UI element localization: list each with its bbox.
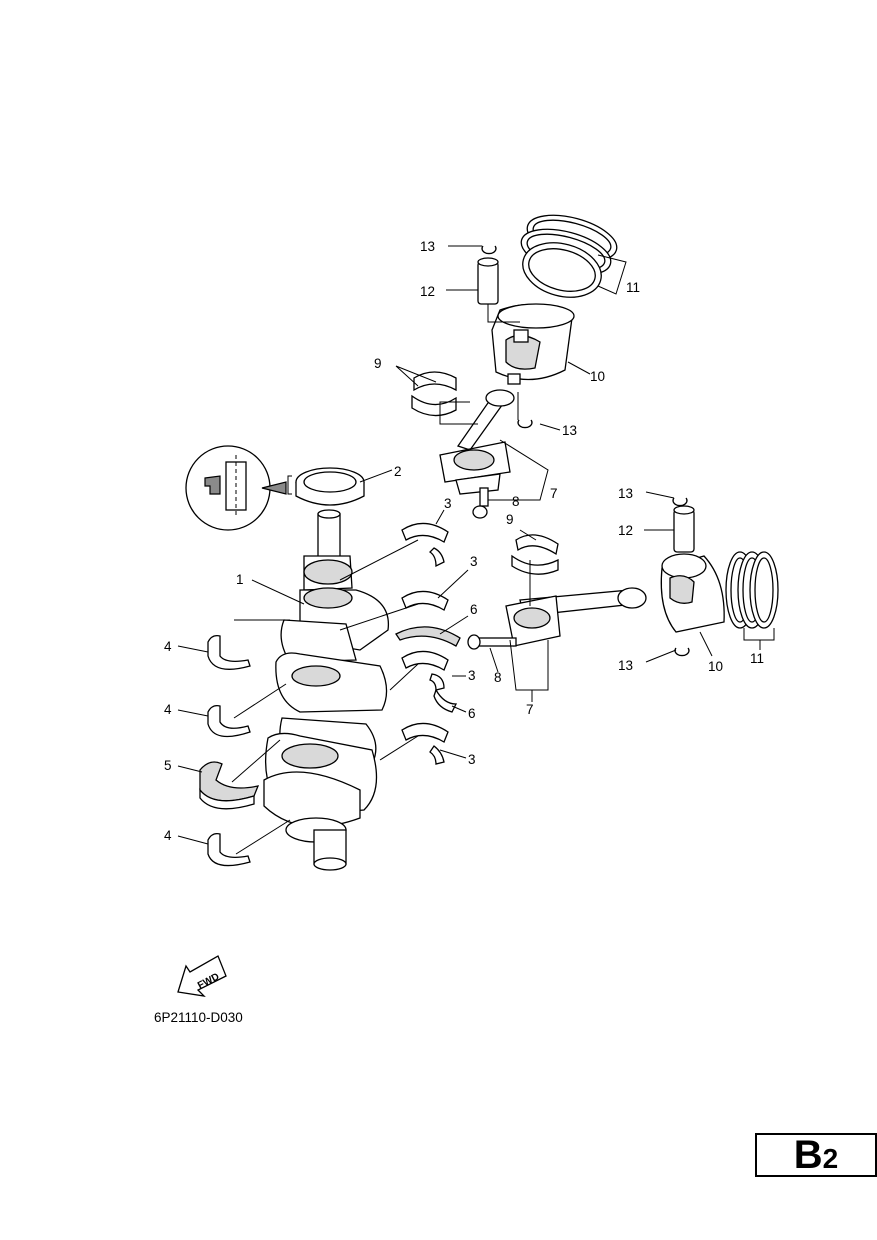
page-badge: B 2 bbox=[755, 1133, 877, 1177]
callout-3: 3 bbox=[468, 668, 476, 683]
callout-13: 13 bbox=[420, 239, 435, 254]
callout-13: 13 bbox=[618, 486, 633, 501]
callout-6: 6 bbox=[468, 706, 476, 721]
crankshaft bbox=[263, 509, 390, 871]
callout-labels: 1 2 3 3 3 3 4 4 4 5 6 6 7 7 8 8 9 9 10 1… bbox=[164, 239, 764, 843]
piston-lower bbox=[660, 553, 725, 633]
callout-8: 8 bbox=[512, 494, 520, 509]
bolt-upper bbox=[472, 487, 489, 519]
callout-9: 9 bbox=[374, 356, 382, 371]
main-bearing-3b bbox=[401, 590, 449, 611]
main-bearing-3c bbox=[401, 650, 449, 691]
callout-11: 11 bbox=[750, 651, 764, 666]
circlip-upper-top bbox=[481, 245, 497, 255]
seal-detail-inset bbox=[185, 445, 292, 531]
callout-11: 11 bbox=[626, 280, 640, 295]
circlip-lower-top bbox=[672, 497, 688, 507]
callout-10: 10 bbox=[590, 369, 605, 384]
thrust-washer-6a bbox=[395, 626, 461, 647]
oil-seal bbox=[295, 467, 365, 506]
main-bearing-4a bbox=[207, 634, 251, 670]
page-badge-letter: B bbox=[793, 1133, 823, 1177]
diagram-code: 6P21110-D030 bbox=[154, 1010, 243, 1025]
callout-4: 4 bbox=[164, 702, 172, 717]
fwd-arrow-icon: FWD bbox=[177, 955, 227, 997]
piston-pin-upper bbox=[477, 257, 499, 305]
callout-3: 3 bbox=[470, 554, 478, 569]
callout-12: 12 bbox=[420, 284, 435, 299]
callout-13: 13 bbox=[618, 658, 633, 673]
callout-13: 13 bbox=[562, 423, 577, 438]
connecting-rod-upper bbox=[439, 389, 515, 495]
circlip-lower-bottom bbox=[674, 647, 690, 657]
bolt-lower bbox=[467, 634, 517, 650]
circlip-upper-bottom bbox=[517, 419, 533, 429]
thrust-bearing-5 bbox=[199, 761, 260, 810]
callout-5: 5 bbox=[164, 758, 172, 773]
callout-10: 10 bbox=[708, 659, 723, 674]
callout-2: 2 bbox=[394, 464, 402, 479]
callout-9: 9 bbox=[506, 512, 514, 527]
callout-3: 3 bbox=[444, 496, 452, 511]
piston-pin-lower bbox=[673, 505, 695, 553]
leader-lines bbox=[177, 245, 775, 855]
piston-rings-lower bbox=[725, 551, 779, 629]
callout-1: 1 bbox=[236, 572, 244, 587]
piston-upper bbox=[491, 303, 575, 385]
callout-8: 8 bbox=[494, 670, 502, 685]
page-badge-number: 2 bbox=[822, 1143, 839, 1174]
connecting-rod-lower bbox=[505, 587, 647, 647]
bearing-shells-upper bbox=[411, 371, 457, 417]
callout-4: 4 bbox=[164, 828, 172, 843]
callout-12: 12 bbox=[618, 523, 633, 538]
callout-7: 7 bbox=[550, 486, 558, 501]
main-bearing-3d bbox=[401, 722, 449, 765]
callout-7: 7 bbox=[526, 702, 534, 717]
callout-4: 4 bbox=[164, 639, 172, 654]
callout-3: 3 bbox=[468, 752, 476, 767]
main-bearing-4c bbox=[207, 832, 251, 867]
piston-rings-upper bbox=[520, 214, 618, 298]
callout-6: 6 bbox=[470, 602, 478, 617]
bearing-shells-lower bbox=[511, 534, 559, 575]
thrust-washer-6b bbox=[433, 688, 458, 713]
main-bearing-4b bbox=[207, 704, 251, 738]
main-bearing-3a bbox=[401, 522, 449, 568]
